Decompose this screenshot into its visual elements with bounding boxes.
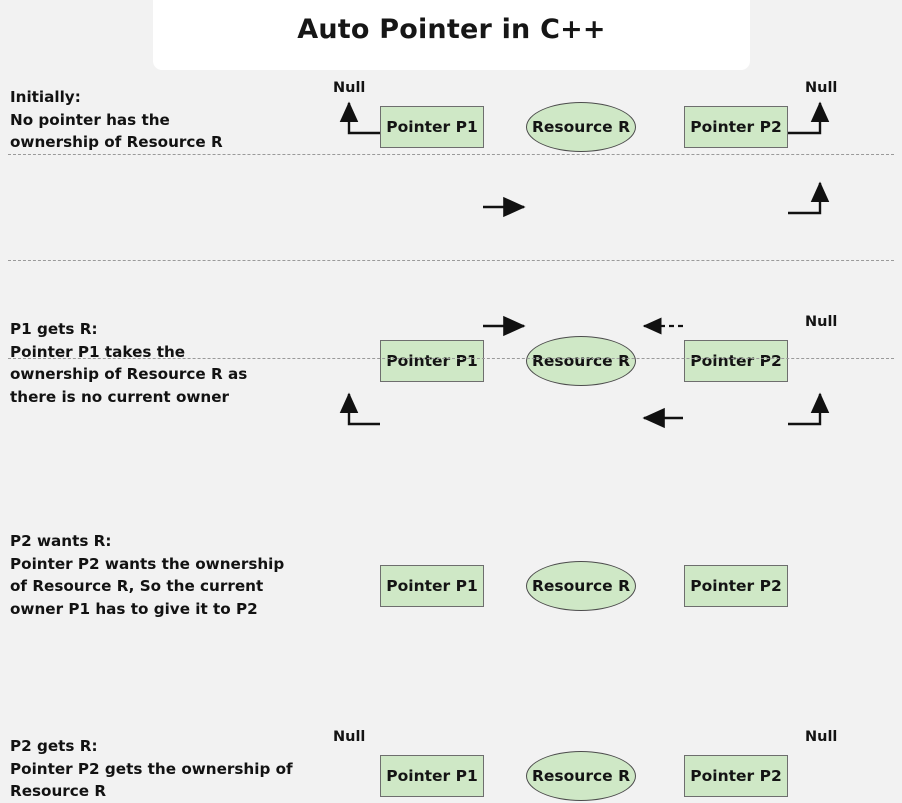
row-p2-gets-r-right-null-label: Null (805, 729, 838, 745)
row-initially-right-null-label: Null (805, 80, 838, 96)
row-p1-gets-r-right-null-label: Null (805, 314, 838, 330)
row-p2-wants-r-resource-r[interactable]: Resource R (526, 561, 636, 611)
row-p1-gets-r-resource-r[interactable]: Resource R (526, 336, 636, 386)
row-initially: Initially: No pointer has the ownership … (0, 0, 902, 154)
row-p2-wants-r-pointer-p1[interactable]: Pointer P1 (380, 565, 484, 607)
row-p2-gets-r-pointer-p2[interactable]: Pointer P2 (684, 755, 788, 797)
row-divider-3 (8, 358, 894, 359)
row-p2-wants-r-pointer-p2[interactable]: Pointer P2 (684, 565, 788, 607)
row-p1-gets-r: P1 gets R: Pointer P1 takes the ownershi… (0, 154, 902, 406)
row-p2-gets-r-description: P2 gets R: Pointer P2 gets the ownership… (10, 737, 293, 800)
row-divider-2 (8, 260, 894, 261)
row-divider-1 (8, 154, 894, 155)
row-p2-wants-r: P2 wants R: Pointer P2 wants the ownersh… (0, 260, 902, 618)
row-p2-gets-r-left-null-label: Null (333, 729, 366, 745)
row-p1-gets-r-pointer-p2[interactable]: Pointer P2 (684, 340, 788, 382)
row-p2-gets-r: P2 gets R: Pointer P2 gets the ownership… (0, 358, 902, 801)
row-initially-pointer-p2[interactable]: Pointer P2 (684, 106, 788, 148)
row-p1-gets-r-pointer-p1[interactable]: Pointer P1 (380, 340, 484, 382)
row-initially-pointer-p1[interactable]: Pointer P1 (380, 106, 484, 148)
row-p2-gets-r-pointer-p1[interactable]: Pointer P1 (380, 755, 484, 797)
row-p1-gets-r-description: P1 gets R: Pointer P1 takes the ownershi… (10, 320, 248, 406)
row-initially-description: Initially: No pointer has the ownership … (10, 88, 223, 151)
row-p2-wants-r-description: P2 wants R: Pointer P2 wants the ownersh… (10, 532, 285, 618)
page-title: Auto Pointer in C++ (297, 14, 606, 45)
row-initially-resource-r[interactable]: Resource R (526, 102, 636, 152)
title-card (153, 0, 750, 70)
row-initially-left-null-label: Null (333, 80, 366, 96)
row-p2-gets-r-resource-r[interactable]: Resource R (526, 751, 636, 801)
